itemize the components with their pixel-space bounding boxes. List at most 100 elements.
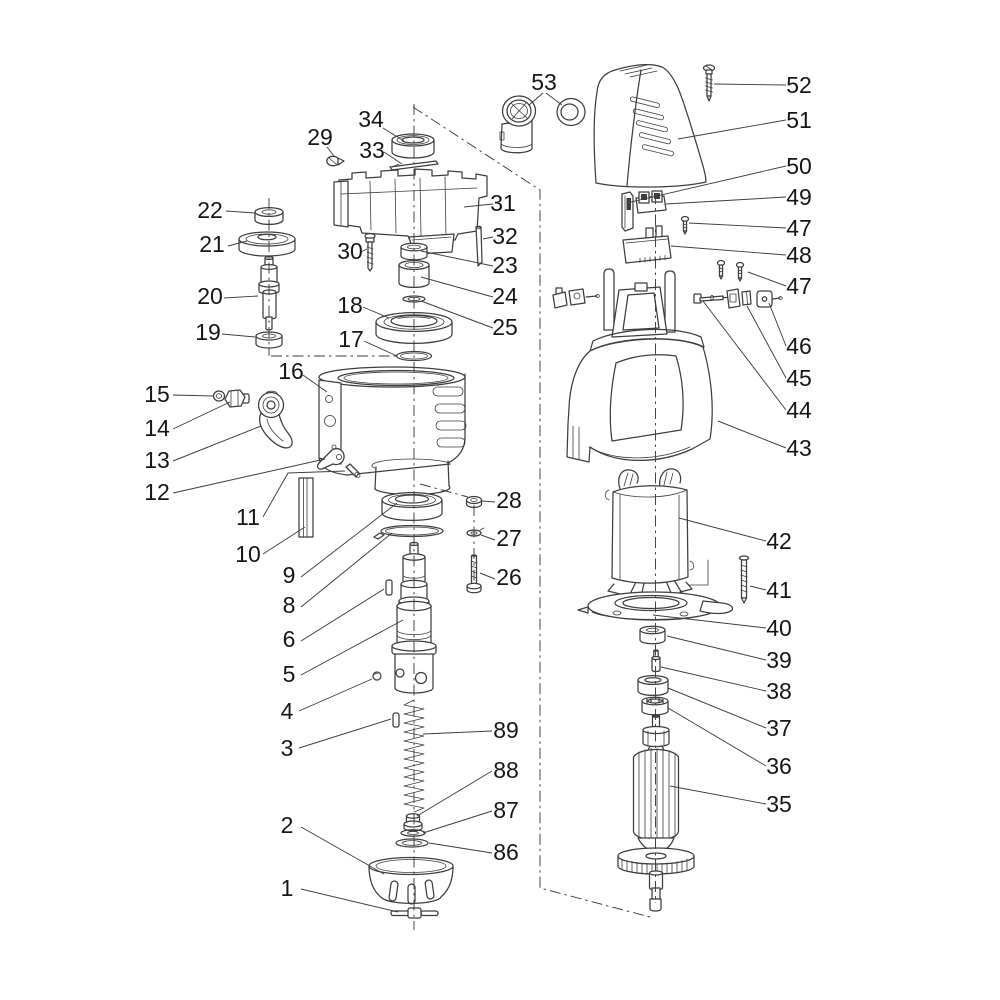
part-label-31: 31 [490,190,516,216]
part-2-base-knob [368,856,454,905]
part-label-3: 3 [281,735,294,761]
part-label-47a: 47 [786,215,812,241]
part-label-8: 8 [283,592,296,618]
part-86-washer [395,838,429,848]
part-label-41: 41 [766,577,792,603]
part-label-48: 48 [786,242,812,268]
part-label-52: 52 [786,72,812,98]
part-9-bearing [381,491,443,522]
part-53-gland-ring [556,97,586,127]
part-30-screw [364,232,376,272]
part-39-bearing-sleeve [639,625,666,645]
part-label-4: 4 [281,698,294,724]
part-10-flat-bar [298,477,314,538]
part-34-bearing [391,133,435,159]
part-45-bracket [726,288,752,309]
part-48-speed-controller [622,225,672,264]
part-label-11: 11 [236,504,260,530]
part-47-screw-b [716,259,745,282]
part-label-51: 51 [786,107,812,133]
part-15-nut [212,390,226,402]
part-6-key [385,579,393,596]
part-label-38: 38 [766,678,792,704]
part-label-87: 87 [493,797,519,823]
part-44-shaft-rod [693,293,728,304]
part-52-screw [702,64,716,102]
fastener-connector [419,483,469,498]
part-32-pin [475,225,483,267]
part-50-brush-plate [621,191,634,232]
part-label-33: 33 [359,137,385,163]
part-label-46: 46 [786,333,812,359]
part-14-hex-nut [224,389,250,408]
part-label-89: 89 [493,717,519,743]
part-label-47b: 47 [786,273,812,299]
part-12-tag-plate [316,448,345,470]
part-28-flange-nut [465,495,483,509]
part-53-cord-guard [499,95,537,154]
part-label-19: 19 [195,319,221,345]
part-label-10: 10 [235,541,261,567]
part-36-bearing [641,696,669,716]
part-label-14: 14 [144,415,170,441]
part-label-6: 6 [283,626,296,652]
part-labels: 53 34 33 29 22 21 20 19 31 32 23 24 25 3… [144,69,812,901]
part-29-screw [326,155,345,167]
part-88-nut [403,813,423,832]
part-33-retainer-clip [389,160,439,171]
part-label-23: 23 [492,252,518,278]
part-31-gear-housing [333,168,488,255]
part-label-42: 42 [766,528,792,554]
part-label-30: 30 [337,238,363,264]
part-label-20: 20 [197,283,223,309]
part-8-spring-washer [373,524,444,540]
part-label-27: 27 [496,525,522,551]
part-label-1: 1 [281,875,294,901]
part-label-34: 34 [358,106,384,132]
part-label-35: 35 [766,791,792,817]
part-label-86: 86 [493,839,519,865]
centerlines [268,104,656,930]
part-label-28: 28 [496,487,522,513]
part-13-clamp-lever [257,390,293,449]
boundary-line [412,106,651,918]
part-label-49: 49 [786,184,812,210]
part-label-2: 2 [281,812,294,838]
part-38-pin [651,649,661,673]
part-label-44: 44 [786,397,812,423]
part-label-24: 24 [492,283,518,309]
part-label-29: 29 [307,124,333,150]
part-37-bearing [637,674,669,697]
part-87-washer [400,829,426,837]
part-label-88: 88 [493,757,519,783]
part-label-40: 40 [766,615,792,641]
part-46-adjust-knob [756,290,783,308]
part-11-pin [345,463,361,478]
part-label-43: 43 [786,435,812,461]
leader-lines [172,83,787,913]
part-3-key [392,712,400,728]
part-43-upper-housing [566,268,713,463]
part-1-pin [390,907,439,919]
part-label-45: 45 [786,365,812,391]
part-16-motor-housing [318,366,467,496]
brush-holder-left [552,287,600,309]
part-label-13: 13 [144,447,170,473]
part-4-ball [372,671,382,681]
part-label-39: 39 [766,647,792,673]
part-21-fan-disc [238,231,296,257]
part-label-16: 16 [278,358,304,384]
part-label-21: 21 [199,231,225,257]
part-label-18: 18 [337,292,363,318]
part-label-25: 25 [492,314,518,340]
part-47-screw-a [680,215,690,235]
part-label-32: 32 [492,223,518,249]
part-40-bearing-plate [577,591,734,621]
part-22-bearing [254,206,284,226]
part-51-top-cover [593,63,707,188]
part-label-50: 50 [786,153,812,179]
part-35-armature [617,714,695,912]
part-label-17: 17 [338,326,364,352]
